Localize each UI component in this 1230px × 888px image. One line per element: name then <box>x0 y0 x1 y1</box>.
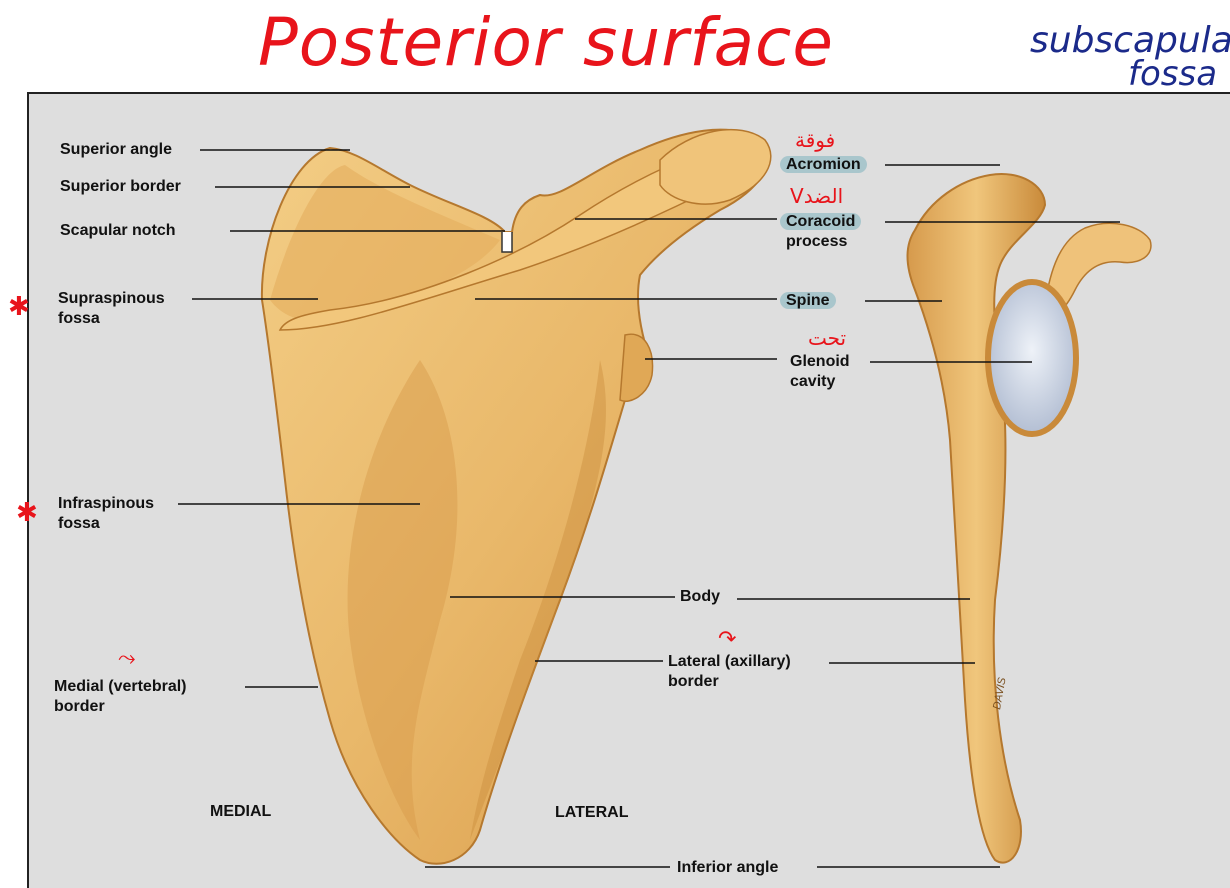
glenoid-cavity-shape <box>988 282 1076 434</box>
label-medial-border-line2: border <box>54 698 105 715</box>
star-mark-supraspinous: ✱ <box>8 292 30 322</box>
label-glenoid-cavity: Glenoid cavity <box>790 352 850 392</box>
label-lateral: LATERAL <box>555 803 628 823</box>
label-acromion-text: Acromion <box>780 156 867 173</box>
label-scapular-notch: Scapular notch <box>60 221 176 241</box>
label-supraspinous-fossa: Supraspinous fossa <box>58 289 165 329</box>
glenoid-edge-posterior <box>620 334 653 401</box>
label-infraspinous-line2: fossa <box>58 515 100 532</box>
label-inferior-angle: Inferior angle <box>677 858 778 878</box>
label-coracoid-line2: process <box>780 233 847 250</box>
label-spine-text: Spine <box>780 292 836 309</box>
arrow-mark-lateral-border: ↷ <box>718 627 736 652</box>
handwritten-arabic-glenoid: تحت <box>808 326 846 350</box>
arrow-mark-medial-border: ⤳ <box>118 646 136 671</box>
label-coracoid-process: Coracoid process <box>780 212 861 252</box>
star-mark-infraspinous: ✱ <box>16 498 38 528</box>
label-medial-border-line1: Medial (vertebral) <box>54 678 186 695</box>
label-superior-border: Superior border <box>60 177 181 197</box>
label-supraspinous-line1: Supraspinous <box>58 290 165 307</box>
label-lateral-border-line2: border <box>668 673 719 690</box>
label-medial-border: Medial (vertebral) border <box>54 677 186 717</box>
label-acromion: Acromion <box>780 155 867 175</box>
label-lateral-border: Lateral (axillary) border <box>668 652 791 692</box>
lateral-view-shape <box>908 174 1046 863</box>
label-body: Body <box>680 587 720 607</box>
label-glenoid-line2: cavity <box>790 373 835 390</box>
scapular-notch-shape <box>502 232 512 252</box>
label-superior-angle: Superior angle <box>60 140 172 160</box>
label-supraspinous-line2: fossa <box>58 310 100 327</box>
label-lateral-border-line1: Lateral (axillary) <box>668 653 791 670</box>
label-spine: Spine <box>780 291 836 311</box>
handwritten-arabic-coracoid: Vالضد <box>790 184 843 208</box>
label-coracoid-line1: Coracoid <box>780 213 861 230</box>
label-glenoid-line1: Glenoid <box>790 353 850 370</box>
handwritten-arabic-acromion: فوقة <box>795 128 835 152</box>
label-medial: MEDIAL <box>210 802 271 822</box>
label-infraspinous-line1: Infraspinous <box>58 495 154 512</box>
label-infraspinous-fossa: Infraspinous fossa <box>58 494 154 534</box>
